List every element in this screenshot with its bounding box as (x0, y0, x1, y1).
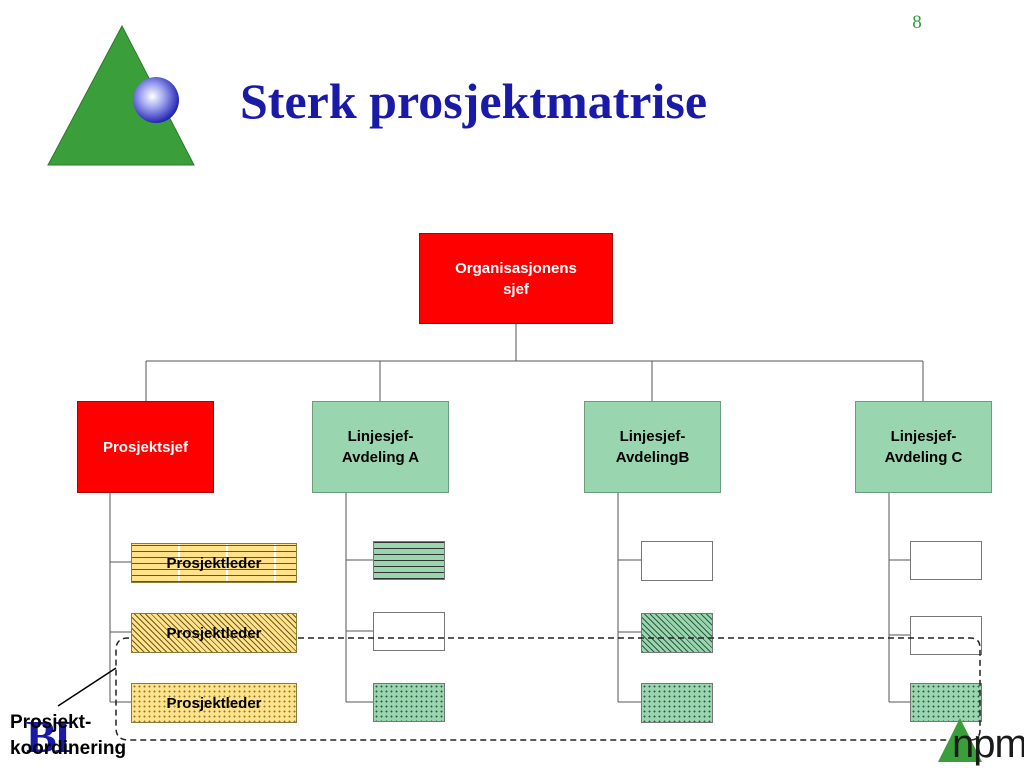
line-manager-c-label: Linjesjef- Avdeling C (884, 428, 963, 466)
dept-c-staff-1 (910, 541, 982, 580)
npm-triangle-icon (938, 718, 982, 762)
line-manager-a-box: Linjesjef- Avdeling A (312, 401, 449, 493)
project-coordination-label: Prosjekt- koordinering (10, 712, 127, 759)
line-manager-b-box: Linjesjef- AvdelingB (584, 401, 721, 493)
project-leader-3-label: Prosjektleder (166, 694, 262, 712)
dept-a-staff-3 (373, 683, 445, 722)
project-leader-1-label: Prosjektleder (166, 554, 262, 572)
dept-b-staff-3 (641, 683, 713, 723)
project-leader-3-box: Prosjektleder (131, 683, 297, 723)
page-number: 8 (912, 12, 922, 33)
dept-c-staff-3 (910, 683, 982, 722)
dept-b-staff-1 (641, 541, 713, 581)
project-leader-2-label: Prosjektleder (166, 624, 262, 642)
org-chief-box: Organisasjonens sjef (419, 233, 613, 324)
dept-c-staff-2 (910, 616, 982, 655)
line-manager-b-label: Linjesjef- AvdelingB (615, 428, 690, 466)
npm-logo: npm (952, 722, 1024, 766)
dept-b-staff-2 (641, 613, 713, 653)
dept-a-staff-1 (373, 541, 445, 580)
slide-title: Sterk prosjektmatrise (240, 73, 708, 129)
project-leader-1-box: Prosjektleder (131, 543, 297, 583)
project-leader-2-box: Prosjektleder (131, 613, 297, 653)
project-chief-label: Prosjektsjef (102, 438, 189, 456)
line-manager-a-label: Linjesjef- Avdeling A (341, 428, 420, 466)
dept-a-staff-2 (373, 612, 445, 651)
project-chief-box: Prosjektsjef (77, 401, 214, 493)
org-chief-label: Organisasjonens sjef (455, 259, 577, 298)
line-manager-c-box: Linjesjef- Avdeling C (855, 401, 992, 493)
triangle-sphere-logo (47, 24, 195, 166)
bi-logo: BI (26, 711, 72, 762)
